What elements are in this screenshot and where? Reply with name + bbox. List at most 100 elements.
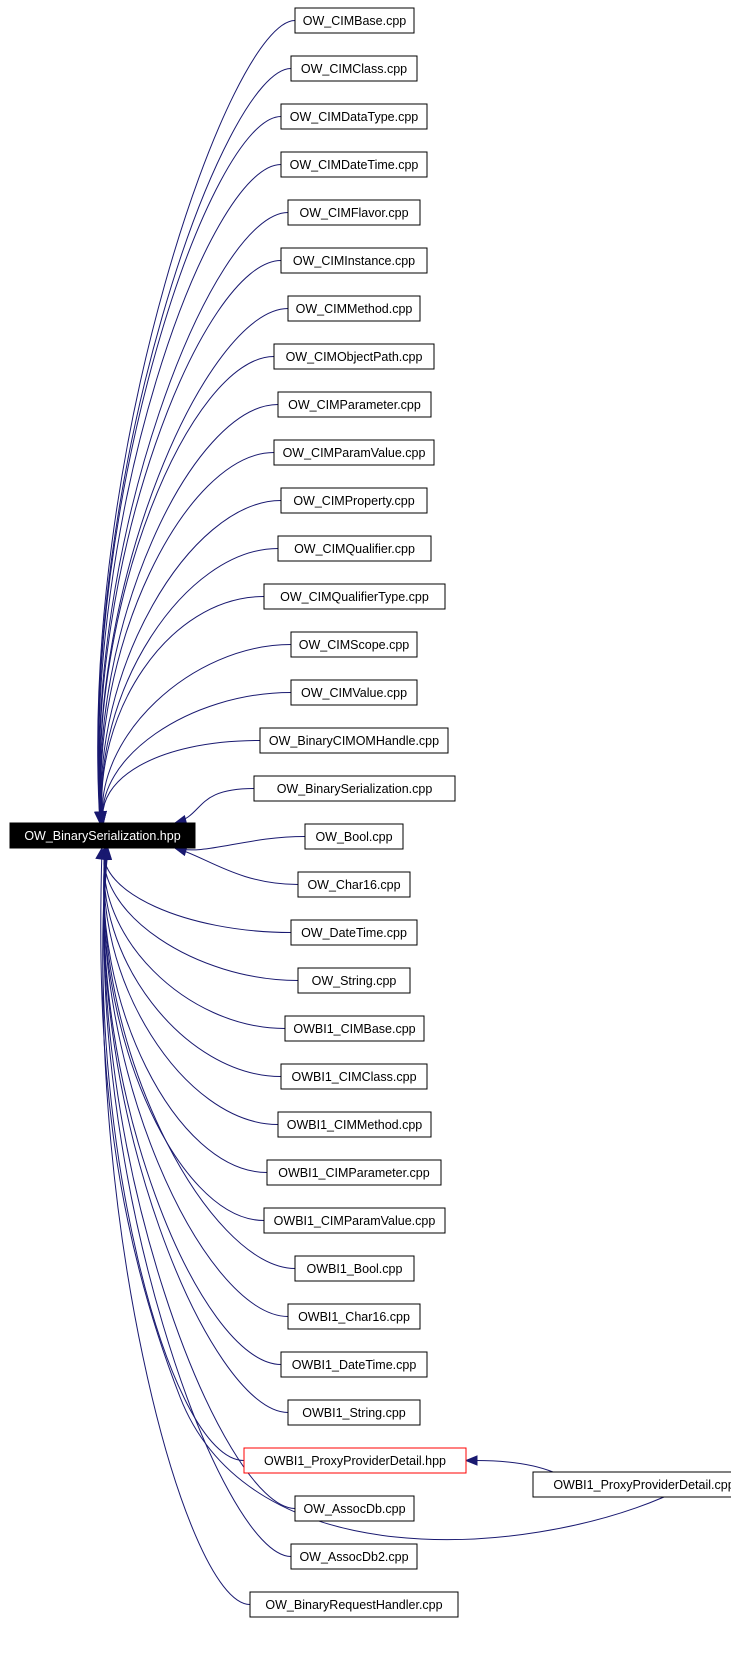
node-owbi1-proxyproviderdetail-cpp-box[interactable] [532,1471,731,1498]
node-ow-assocdb-cpp-box[interactable] [294,1495,415,1522]
node-ow-cimproperty-cpp-label: OW_CIMProperty.cpp [293,494,414,508]
edge-ow-cimproperty-cpp [100,500,282,824]
edge-ow-binaryrequesthandler-cpp [102,847,251,1605]
node-ow-cimparamvalue-cpp-box[interactable] [273,439,435,466]
node-ow-bool-cpp[interactable]: OW_Bool.cpp [304,823,404,850]
node-ow-cimdatatype-cpp[interactable]: OW_CIMDataType.cpp [280,103,428,130]
node-ow-cimbase-cpp[interactable]: OW_CIMBase.cpp [294,7,415,34]
node-owbi1-cimmethod-cpp-label: OWBI1_CIMMethod.cpp [287,1118,423,1132]
node-ow-binarycimomhandle-cpp-label: OW_BinaryCIMOMHandle.cpp [269,734,439,748]
node-ow-cimobjectpath-cpp[interactable]: OW_CIMObjectPath.cpp [273,343,435,370]
node-owbi1-char16-cpp-box[interactable] [287,1303,421,1330]
node-ow-assocdb2-cpp[interactable]: OW_AssocDb2.cpp [290,1543,418,1570]
node-ow-binaryserialization-cpp-label: OW_BinarySerialization.cpp [277,782,433,796]
edge-owbi1-cimbase-cpp [103,847,286,1029]
node-ow-assocdb2-cpp-box[interactable] [290,1543,418,1570]
node-ow-cimflavor-cpp-label: OW_CIMFlavor.cpp [299,206,408,220]
node-owbi1-cimmethod-cpp[interactable]: OWBI1_CIMMethod.cpp [277,1111,432,1138]
node-ow-cimparameter-cpp[interactable]: OW_CIMParameter.cpp [277,391,432,418]
node-owbi1-char16-cpp[interactable]: OWBI1_Char16.cpp [287,1303,421,1330]
node-owbi1-cimparameter-cpp-label: OWBI1_CIMParameter.cpp [278,1166,429,1180]
node-owbi1-cimparamvalue-cpp-box[interactable] [263,1207,446,1234]
node-owbi1-proxyproviderdetail-hpp-label: OWBI1_ProxyProviderDetail.hpp [264,1454,446,1468]
node-ow-cimqualifier-cpp-label: OW_CIMQualifier.cpp [294,542,415,556]
node-ow-string-cpp[interactable]: OW_String.cpp [297,967,411,994]
node-ow-binaryserialization-cpp[interactable]: OW_BinarySerialization.cpp [253,775,456,802]
node-owbi1-string-cpp[interactable]: OWBI1_String.cpp [287,1399,421,1426]
node-owbi1-string-cpp-box[interactable] [287,1399,421,1426]
node-ow-cimclass-cpp-box[interactable] [290,55,418,82]
node-owbi1-cimbase-cpp-box[interactable] [284,1015,425,1042]
node-root-ow-binaryserialization-hpp-box[interactable] [9,822,196,849]
node-ow-cimqualifiertype-cpp[interactable]: OW_CIMQualifierType.cpp [263,583,446,610]
node-ow-string-cpp-box[interactable] [297,967,411,994]
edge-ow-ciminstance-cpp [98,260,282,824]
edge-ow-cimparamvalue-cpp [100,452,275,824]
edge-owbi1-cimclass-cpp [103,847,282,1077]
node-ow-cimqualifiertype-cpp-box[interactable] [263,583,446,610]
node-ow-binaryrequesthandler-cpp-label: OW_BinaryRequestHandler.cpp [265,1598,442,1612]
node-ow-cimdatatype-cpp-box[interactable] [280,103,428,130]
node-ow-char16-cpp[interactable]: OW_Char16.cpp [297,871,411,898]
node-ow-binarycimomhandle-cpp[interactable]: OW_BinaryCIMOMHandle.cpp [259,727,449,754]
node-ow-string-cpp-label: OW_String.cpp [312,974,397,988]
node-ow-binaryserialization-cpp-box[interactable] [253,775,456,802]
node-ow-cimobjectpath-cpp-box[interactable] [273,343,435,370]
node-ow-datetime-cpp[interactable]: OW_DateTime.cpp [290,919,418,946]
node-ow-cimqualifier-cpp-box[interactable] [277,535,432,562]
node-ow-cimbase-cpp-box[interactable] [294,7,415,34]
node-ow-cimvalue-cpp-box[interactable] [290,679,418,706]
node-ow-ciminstance-cpp-box[interactable] [280,247,428,274]
node-ow-binarycimomhandle-cpp-box[interactable] [259,727,449,754]
node-ow-cimproperty-cpp-box[interactable] [280,487,428,514]
node-owbi1-cimparameter-cpp[interactable]: OWBI1_CIMParameter.cpp [266,1159,442,1186]
node-ow-cimvalue-cpp[interactable]: OW_CIMValue.cpp [290,679,418,706]
node-ow-cimobjectpath-cpp-label: OW_CIMObjectPath.cpp [286,350,423,364]
node-ow-cimmethod-cpp-box[interactable] [287,295,421,322]
node-owbi1-datetime-cpp[interactable]: OWBI1_DateTime.cpp [280,1351,428,1378]
node-ow-char16-cpp-box[interactable] [297,871,411,898]
node-ow-binaryrequesthandler-cpp[interactable]: OW_BinaryRequestHandler.cpp [249,1591,459,1618]
node-owbi1-bool-cpp[interactable]: OWBI1_Bool.cpp [294,1255,415,1282]
node-ow-bool-cpp-box[interactable] [304,823,404,850]
node-ow-char16-cpp-label: OW_Char16.cpp [307,878,400,892]
node-owbi1-datetime-cpp-box[interactable] [280,1351,428,1378]
node-owbi1-proxyproviderdetail-hpp-box[interactable] [243,1447,467,1474]
node-root-ow-binaryserialization-hpp[interactable]: OW_BinarySerialization.hpp [9,822,196,849]
node-ow-cimscope-cpp-label: OW_CIMScope.cpp [299,638,410,652]
node-ow-cimscope-cpp[interactable]: OW_CIMScope.cpp [290,631,418,658]
edge-ow-cimdatatype-cpp [97,116,282,824]
node-owbi1-cimmethod-cpp-box[interactable] [277,1111,432,1138]
node-owbi1-cimparamvalue-cpp[interactable]: OWBI1_CIMParamValue.cpp [263,1207,446,1234]
node-owbi1-cimparameter-cpp-box[interactable] [266,1159,442,1186]
node-ow-binaryrequesthandler-cpp-box[interactable] [249,1591,459,1618]
node-ow-cimdatetime-cpp[interactable]: OW_CIMDateTime.cpp [280,151,428,178]
node-ow-ciminstance-cpp[interactable]: OW_CIMInstance.cpp [280,247,428,274]
node-ow-cimparamvalue-cpp[interactable]: OW_CIMParamValue.cpp [273,439,435,466]
node-ow-cimflavor-cpp[interactable]: OW_CIMFlavor.cpp [287,199,421,226]
node-ow-cimclass-cpp[interactable]: OW_CIMClass.cpp [290,55,418,82]
node-ow-cimmethod-cpp[interactable]: OW_CIMMethod.cpp [287,295,421,322]
node-ow-cimqualifier-cpp[interactable]: OW_CIMQualifier.cpp [277,535,432,562]
node-ow-cimscope-cpp-box[interactable] [290,631,418,658]
nodes-layer: OW_CIMBase.cppOW_CIMClass.cppOW_CIMDataT… [9,7,731,1618]
node-ow-cimparameter-cpp-box[interactable] [277,391,432,418]
node-ow-cimproperty-cpp[interactable]: OW_CIMProperty.cpp [280,487,428,514]
edge-owbi1-cimmethod-cpp [103,847,279,1125]
node-owbi1-cimbase-cpp[interactable]: OWBI1_CIMBase.cpp [284,1015,425,1042]
node-owbi1-cimclass-cpp[interactable]: OWBI1_CIMClass.cpp [280,1063,428,1090]
node-owbi1-cimclass-cpp-box[interactable] [280,1063,428,1090]
node-owbi1-proxyproviderdetail-cpp[interactable]: OWBI1_ProxyProviderDetail.cpp [532,1471,731,1498]
node-ow-assocdb-cpp-label: OW_AssocDb.cpp [303,1502,405,1516]
node-owbi1-bool-cpp-box[interactable] [294,1255,415,1282]
node-owbi1-proxyproviderdetail-hpp[interactable]: OWBI1_ProxyProviderDetail.hpp [243,1447,467,1474]
node-ow-cimflavor-cpp-box[interactable] [287,199,421,226]
node-ow-datetime-cpp-box[interactable] [290,919,418,946]
node-ow-cimdatetime-cpp-box[interactable] [280,151,428,178]
edge-owbi1-string-cpp [103,847,289,1413]
edge-ow-cimqualifiertype-cpp [101,596,265,824]
node-ow-cimclass-cpp-label: OW_CIMClass.cpp [301,62,407,76]
node-ow-assocdb-cpp[interactable]: OW_AssocDb.cpp [294,1495,415,1522]
edge-secondary-to-root [100,847,665,1541]
